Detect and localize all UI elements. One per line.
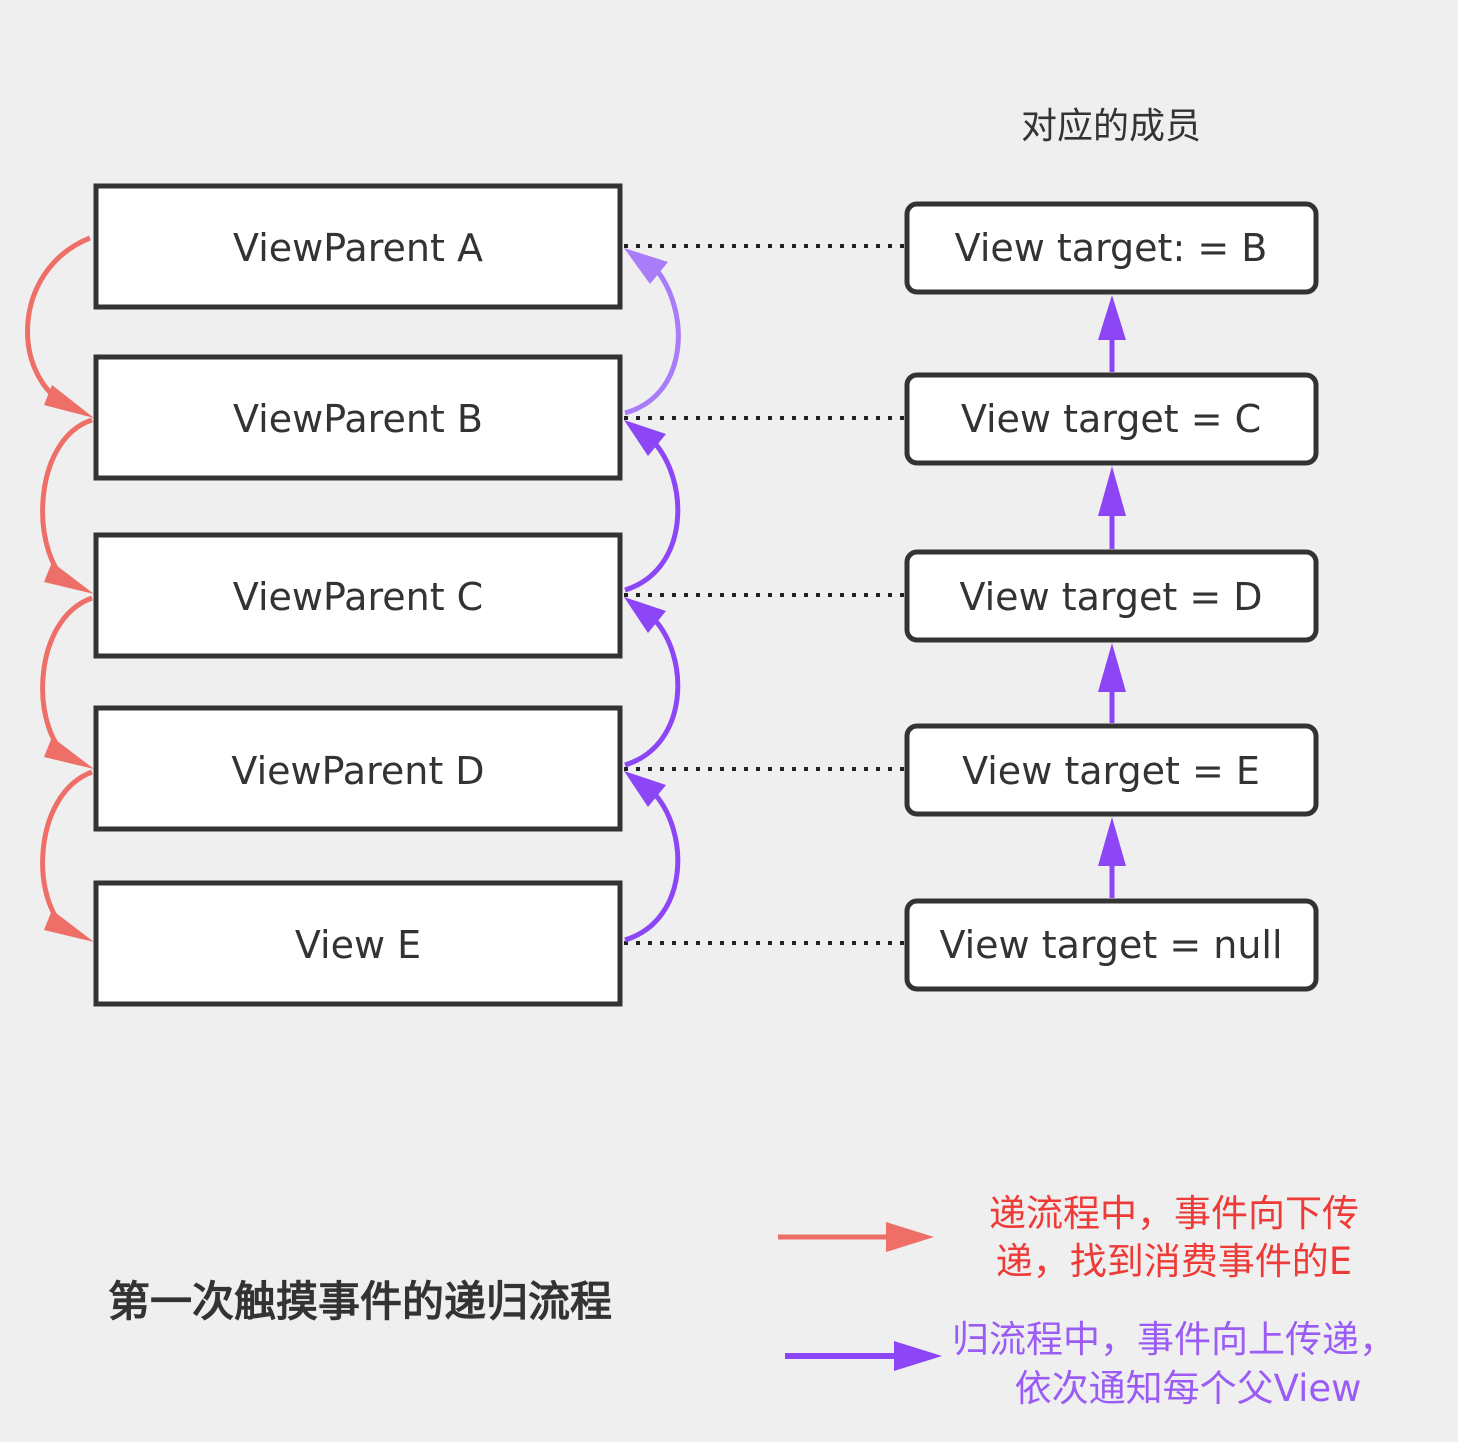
right-node-label: View target = D — [959, 575, 1262, 619]
purple-arrow-d-to-c — [624, 615, 681, 768]
left-node-label: ViewParent A — [233, 226, 483, 270]
up-arrow-null-to-e — [1098, 817, 1126, 898]
left-node-label: ViewParent C — [233, 575, 483, 619]
members-title: 对应的成员 — [1021, 106, 1201, 147]
red-arrow-b-to-c — [40, 417, 93, 588]
right-node-label: View target: = B — [955, 226, 1268, 270]
purple-arrow-e-to-d — [624, 789, 681, 943]
left-node-a: ViewParent A — [93, 183, 623, 310]
red-down-arrows — [25, 235, 94, 942]
legend-return: 归流程中，事件向上传递， 依次通知每个父View — [785, 1318, 1396, 1410]
left-node-e: View E — [93, 880, 623, 1007]
left-node-label: View E — [295, 923, 421, 967]
left-node-d: ViewParent D — [93, 705, 623, 832]
right-node-label: View target = E — [962, 749, 1260, 793]
diagram-caption: 第一次触摸事件的递归流程 — [108, 1277, 612, 1326]
legend-recursion: 递流程中，事件向下传 递，找到消费事件的E — [778, 1192, 1359, 1283]
up-arrow-c-to-b — [1098, 295, 1126, 372]
legend-recursion-line1: 递流程中，事件向下传 — [989, 1192, 1359, 1235]
up-arrow-d-to-c — [1098, 466, 1126, 549]
right-node-label: View target = null — [939, 923, 1282, 967]
legend-return-line2: 依次通知每个父View — [1015, 1367, 1362, 1410]
red-arrow-a-to-b — [25, 235, 91, 411]
right-node-e: View target = E — [904, 723, 1319, 817]
left-node-label: ViewParent B — [233, 397, 483, 441]
purple-arrow-c-to-b — [624, 438, 681, 593]
red-arrow-d-to-e — [40, 769, 93, 936]
purple-arrow-b-to-a — [624, 266, 681, 416]
legend-return-line1: 归流程中，事件向上传递， — [952, 1318, 1396, 1361]
legend-purple-arrow-head — [894, 1341, 942, 1371]
right-node-c: View target = C — [904, 372, 1319, 466]
red-arrow-c-to-d — [40, 595, 93, 763]
left-node-b: ViewParent B — [93, 354, 623, 481]
right-up-arrows — [1098, 295, 1126, 898]
right-node-label: View target = C — [961, 397, 1261, 441]
legend-red-arrow-head — [886, 1222, 934, 1252]
left-node-c: ViewParent C — [93, 532, 623, 659]
right-node-null: View target = null — [904, 898, 1319, 992]
right-node-b: View target: = B — [904, 201, 1319, 295]
up-arrow-e-to-d — [1098, 643, 1126, 723]
right-node-d: View target = D — [904, 549, 1319, 643]
dotted-connectors — [624, 244, 905, 945]
purple-up-curves — [624, 248, 681, 943]
left-node-label: ViewParent D — [231, 749, 484, 793]
legend-recursion-line2: 递，找到消费事件的E — [996, 1240, 1352, 1283]
